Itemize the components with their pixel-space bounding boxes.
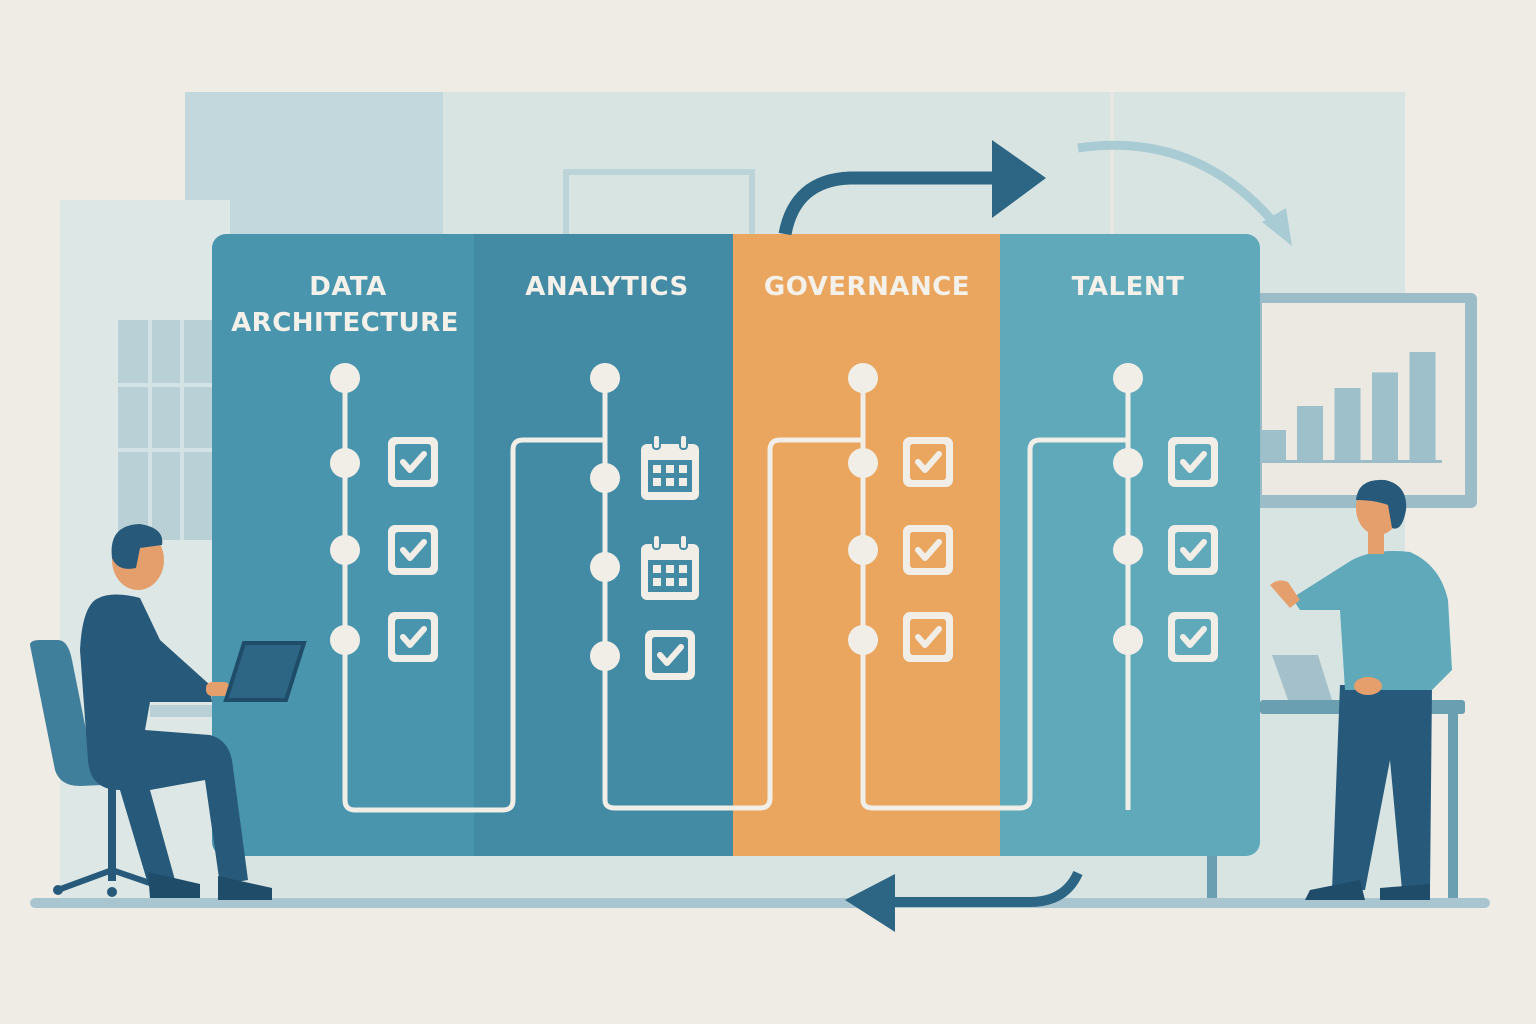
column-title-data-architecture-line2: ARCHITECTURE — [231, 308, 459, 338]
seated-person — [30, 524, 307, 900]
calendar-icon — [641, 434, 699, 500]
checkbox-checked-icon — [1168, 612, 1218, 662]
column-title-data-architecture-line1: DATA — [309, 272, 387, 302]
milestone-node — [848, 535, 878, 565]
checkbox-checked-icon — [903, 437, 953, 487]
checkbox-checked-icon — [645, 630, 695, 680]
checkbox-checked-icon — [903, 525, 953, 575]
column-title-talent: TALENT — [1072, 272, 1185, 302]
milestone-node — [590, 363, 620, 393]
checkbox-checked-icon — [388, 437, 438, 487]
milestone-node — [1113, 448, 1143, 478]
laptop-right-icon — [1272, 655, 1332, 700]
floor-line — [30, 898, 1490, 908]
milestone-node — [330, 535, 360, 565]
milestone-node — [590, 463, 620, 493]
milestone-node — [1113, 363, 1143, 393]
checkbox-checked-icon — [388, 525, 438, 575]
flow-connector-line — [342, 378, 1131, 813]
milestone-node — [330, 448, 360, 478]
column-title-governance: GOVERNANCE — [764, 272, 970, 302]
cycle-arrow-top-right — [1077, 140, 1292, 246]
milestone-node — [590, 641, 620, 671]
checkbox-checked-icon — [1168, 525, 1218, 575]
roadmap-board: DATA ARCHITECTURE ANALYTICS GOVERNANCE T… — [212, 234, 1260, 856]
wall-chart-bar — [1409, 352, 1436, 460]
cycle-arrow-bottom — [845, 870, 1083, 932]
checkbox-checked-icon — [1168, 437, 1218, 487]
checkbox-checked-icon — [903, 612, 953, 662]
office-chair — [30, 640, 175, 786]
wall-chart-bar — [1297, 406, 1323, 460]
column-title-analytics: ANALYTICS — [525, 272, 689, 302]
milestone-node — [848, 363, 878, 393]
wall-chart — [1255, 293, 1477, 508]
milestone-node — [848, 625, 878, 655]
cycle-arrow-top — [778, 140, 1046, 236]
wall-chart-bar — [1262, 430, 1286, 460]
wall-chart-bar — [1334, 388, 1361, 460]
milestone-node — [1113, 535, 1143, 565]
milestone-node — [330, 363, 360, 393]
milestone-node — [590, 552, 620, 582]
window — [118, 320, 212, 540]
standing-person — [1270, 479, 1452, 900]
milestone-node — [330, 625, 360, 655]
laptop-left-icon — [223, 641, 307, 702]
checkbox-checked-icon — [388, 612, 438, 662]
milestone-node — [1113, 625, 1143, 655]
calendar-icon — [641, 534, 699, 600]
wall-chart-bar — [1372, 372, 1398, 460]
milestone-node — [848, 448, 878, 478]
